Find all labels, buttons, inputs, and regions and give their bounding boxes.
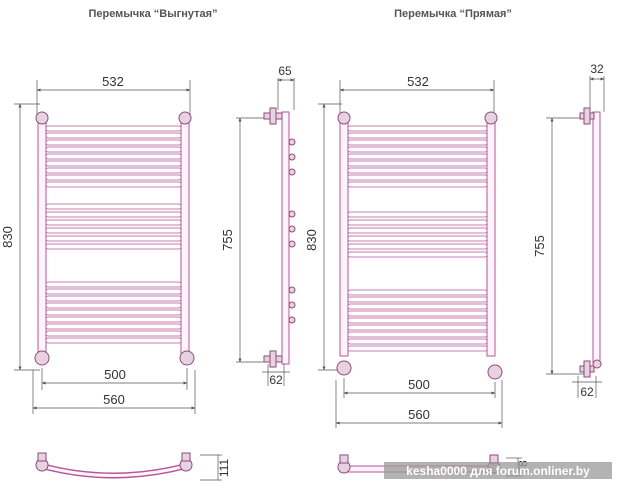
rung-profile bbox=[288, 138, 296, 146]
rung bbox=[347, 174, 488, 181]
rung bbox=[347, 296, 488, 303]
title-curved-jumper: Перемычка “Выгнутая” bbox=[88, 8, 217, 20]
rung-profile bbox=[288, 316, 296, 324]
rung bbox=[347, 160, 488, 167]
dim-left-height: 830 bbox=[0, 226, 15, 248]
rung bbox=[45, 337, 182, 344]
rung-profile bbox=[288, 301, 296, 309]
right-side-view: 32 755 62 bbox=[532, 62, 605, 399]
rung bbox=[45, 309, 182, 316]
rung bbox=[347, 125, 488, 132]
left-top-view: 111 bbox=[35, 452, 231, 481]
dim-right-bottom-outer: 560 bbox=[408, 407, 430, 422]
rung bbox=[347, 317, 488, 324]
rung bbox=[45, 203, 182, 210]
rung-profile bbox=[288, 168, 296, 176]
right-front-view: 532 830 500 560 bbox=[304, 74, 503, 428]
rung bbox=[45, 243, 182, 250]
rung-profile bbox=[288, 225, 296, 233]
dim-left-bottom-inner: 500 bbox=[104, 367, 126, 382]
left-rungs bbox=[45, 125, 182, 344]
rung bbox=[347, 338, 488, 345]
rung bbox=[347, 235, 488, 242]
rung bbox=[347, 181, 488, 188]
rung bbox=[347, 345, 488, 352]
rung bbox=[45, 125, 182, 132]
rung bbox=[45, 132, 182, 139]
rung bbox=[347, 132, 488, 139]
rung-profile bbox=[288, 210, 296, 218]
rung bbox=[347, 251, 488, 258]
rung bbox=[347, 243, 488, 250]
rung bbox=[45, 227, 182, 234]
dim-right-side-offset: 62 bbox=[580, 385, 594, 399]
watermark-text: kesha0000 для forum.onliner.by bbox=[406, 464, 590, 478]
left-front-view: 532 830 500 560 bbox=[0, 74, 196, 414]
rung-profile bbox=[288, 240, 296, 248]
rung bbox=[45, 174, 182, 181]
right-rungs bbox=[347, 125, 488, 352]
rung-profile bbox=[288, 153, 296, 161]
rung bbox=[45, 153, 182, 160]
dim-left-side-offset: 62 bbox=[269, 373, 283, 387]
watermark: kesha0000 для forum.onliner.by bbox=[384, 462, 612, 479]
rung bbox=[45, 181, 182, 188]
dim-right-bottom-inner: 500 bbox=[408, 377, 430, 392]
rung bbox=[347, 310, 488, 317]
rung bbox=[347, 227, 488, 234]
dim-left-top-depth: 111 bbox=[217, 459, 231, 478]
rung bbox=[347, 219, 488, 226]
rung bbox=[45, 330, 182, 337]
rung bbox=[347, 303, 488, 310]
rung bbox=[45, 235, 182, 242]
rung bbox=[347, 331, 488, 338]
rung bbox=[45, 146, 182, 153]
rung bbox=[347, 139, 488, 146]
dim-left-top-width: 532 bbox=[102, 74, 124, 89]
rung bbox=[347, 167, 488, 174]
rung bbox=[45, 219, 182, 226]
rung-profile bbox=[288, 286, 296, 294]
rung bbox=[45, 139, 182, 146]
rung bbox=[45, 211, 182, 218]
left-side-view: 65 755 62 bbox=[220, 64, 296, 387]
dim-left-side-mount: 755 bbox=[220, 229, 235, 251]
rung bbox=[45, 316, 182, 323]
rung bbox=[347, 211, 488, 218]
rung bbox=[347, 324, 488, 331]
rung bbox=[347, 153, 488, 160]
rung bbox=[45, 295, 182, 302]
dim-right-side-depth: 32 bbox=[590, 62, 604, 76]
dim-right-side-mount: 755 bbox=[532, 235, 547, 257]
rung bbox=[45, 160, 182, 167]
rung bbox=[45, 323, 182, 330]
rung bbox=[45, 167, 182, 174]
title-straight-jumper: Перемычка “Прямая” bbox=[394, 8, 512, 20]
rung bbox=[347, 289, 488, 296]
rung bbox=[45, 281, 182, 288]
rung bbox=[45, 302, 182, 309]
rung bbox=[347, 146, 488, 153]
dim-right-height: 830 bbox=[304, 229, 319, 251]
dim-left-bottom-outer: 560 bbox=[103, 392, 125, 407]
dim-right-top-width: 532 bbox=[407, 74, 429, 89]
dim-left-side-depth: 65 bbox=[278, 64, 292, 78]
rung bbox=[45, 288, 182, 295]
